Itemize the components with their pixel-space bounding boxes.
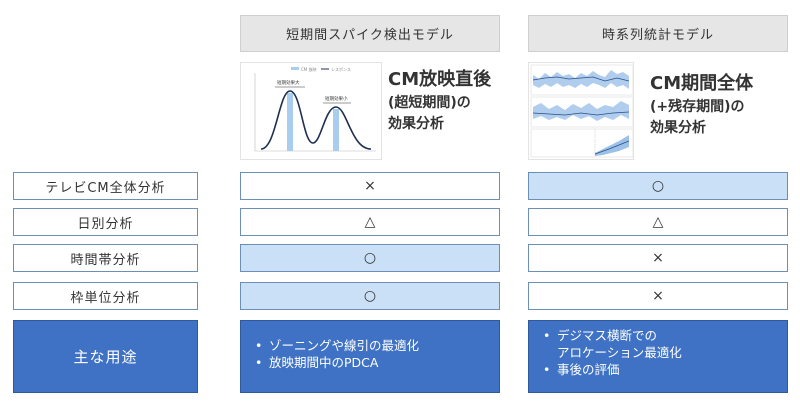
usage-timeseries-model: デジマス横断での アロケーション最適化 事後の評価 bbox=[528, 320, 788, 393]
legend-cm: CM 放映 bbox=[301, 66, 317, 72]
usage-spike-item: 放映期間中のPDCA bbox=[255, 354, 489, 371]
cell-spike-tv-cm-overall: × bbox=[240, 172, 500, 200]
timeseries-model-description: CM期間全体 (+残存期間)の 効果分析 bbox=[650, 70, 790, 139]
spike-desc-line3: 効果分析 bbox=[388, 116, 444, 132]
spike-chart-graphic: CM 放映 レスポンス 短期効果大 短期効果小 bbox=[254, 66, 376, 152]
row-label-time-slot: 時間帯分析 bbox=[13, 244, 198, 272]
timeseries-desc-line2: (+残存期間)の bbox=[650, 99, 745, 115]
timeseries-desc-line1: CM期間全体 bbox=[650, 73, 754, 94]
cm-bar bbox=[333, 109, 339, 151]
timeseries-desc-line3: 効果分析 bbox=[650, 120, 706, 136]
timeseries-model-thumbnail bbox=[528, 62, 634, 160]
usage-timeseries-item-cont: アロケーション最適化 bbox=[557, 345, 682, 360]
cell-timeseries-slot-unit: × bbox=[528, 282, 788, 310]
cell-timeseries-time-slot: × bbox=[528, 244, 788, 272]
row-label-slot-unit: 枠単位分析 bbox=[13, 282, 198, 310]
row-label-daily: 日別分析 bbox=[13, 208, 198, 236]
cell-spike-slot-unit: ○ bbox=[240, 282, 500, 310]
annotation-large: 短期効果大 bbox=[277, 79, 300, 86]
usage-timeseries-item: 事後の評価 bbox=[543, 361, 777, 378]
spike-desc-line1: CM放映直後 bbox=[388, 69, 492, 90]
cell-spike-time-slot: ○ bbox=[240, 244, 500, 272]
usage-timeseries-item-text: デジマス横断での bbox=[557, 328, 658, 343]
timeseries-model-header: 時系列統計モデル bbox=[528, 15, 788, 52]
cell-timeseries-daily: △ bbox=[528, 208, 788, 236]
usage-spike-model: ゾーニングや線引の最適化 放映期間中のPDCA bbox=[240, 320, 500, 393]
usage-timeseries-item: デジマス横断での bbox=[543, 327, 777, 344]
cm-bar bbox=[287, 93, 293, 151]
cell-spike-daily: △ bbox=[240, 208, 500, 236]
cell-timeseries-tv-cm-overall: ○ bbox=[528, 172, 788, 200]
spike-model-description: CM放映直後 (超短期間)の 効果分析 bbox=[388, 66, 508, 135]
annotation-small: 短期効果小 bbox=[325, 95, 348, 102]
usage-label: 主な用途 bbox=[13, 320, 198, 393]
legend-response: レスポンス bbox=[331, 66, 351, 72]
usage-spike-item: ゾーニングや線引の最適化 bbox=[255, 337, 489, 354]
response-line bbox=[260, 90, 372, 150]
timeseries-chart-graphic bbox=[530, 64, 633, 158]
spike-model-header: 短期間スパイク検出モデル bbox=[240, 15, 500, 52]
spike-model-thumbnail: CM 放映 レスポンス 短期効果大 短期効果小 bbox=[240, 62, 382, 160]
row-label-tv-cm-overall: テレビCM全体分析 bbox=[13, 172, 198, 200]
spike-desc-line2: (超短期間)の bbox=[388, 95, 471, 111]
